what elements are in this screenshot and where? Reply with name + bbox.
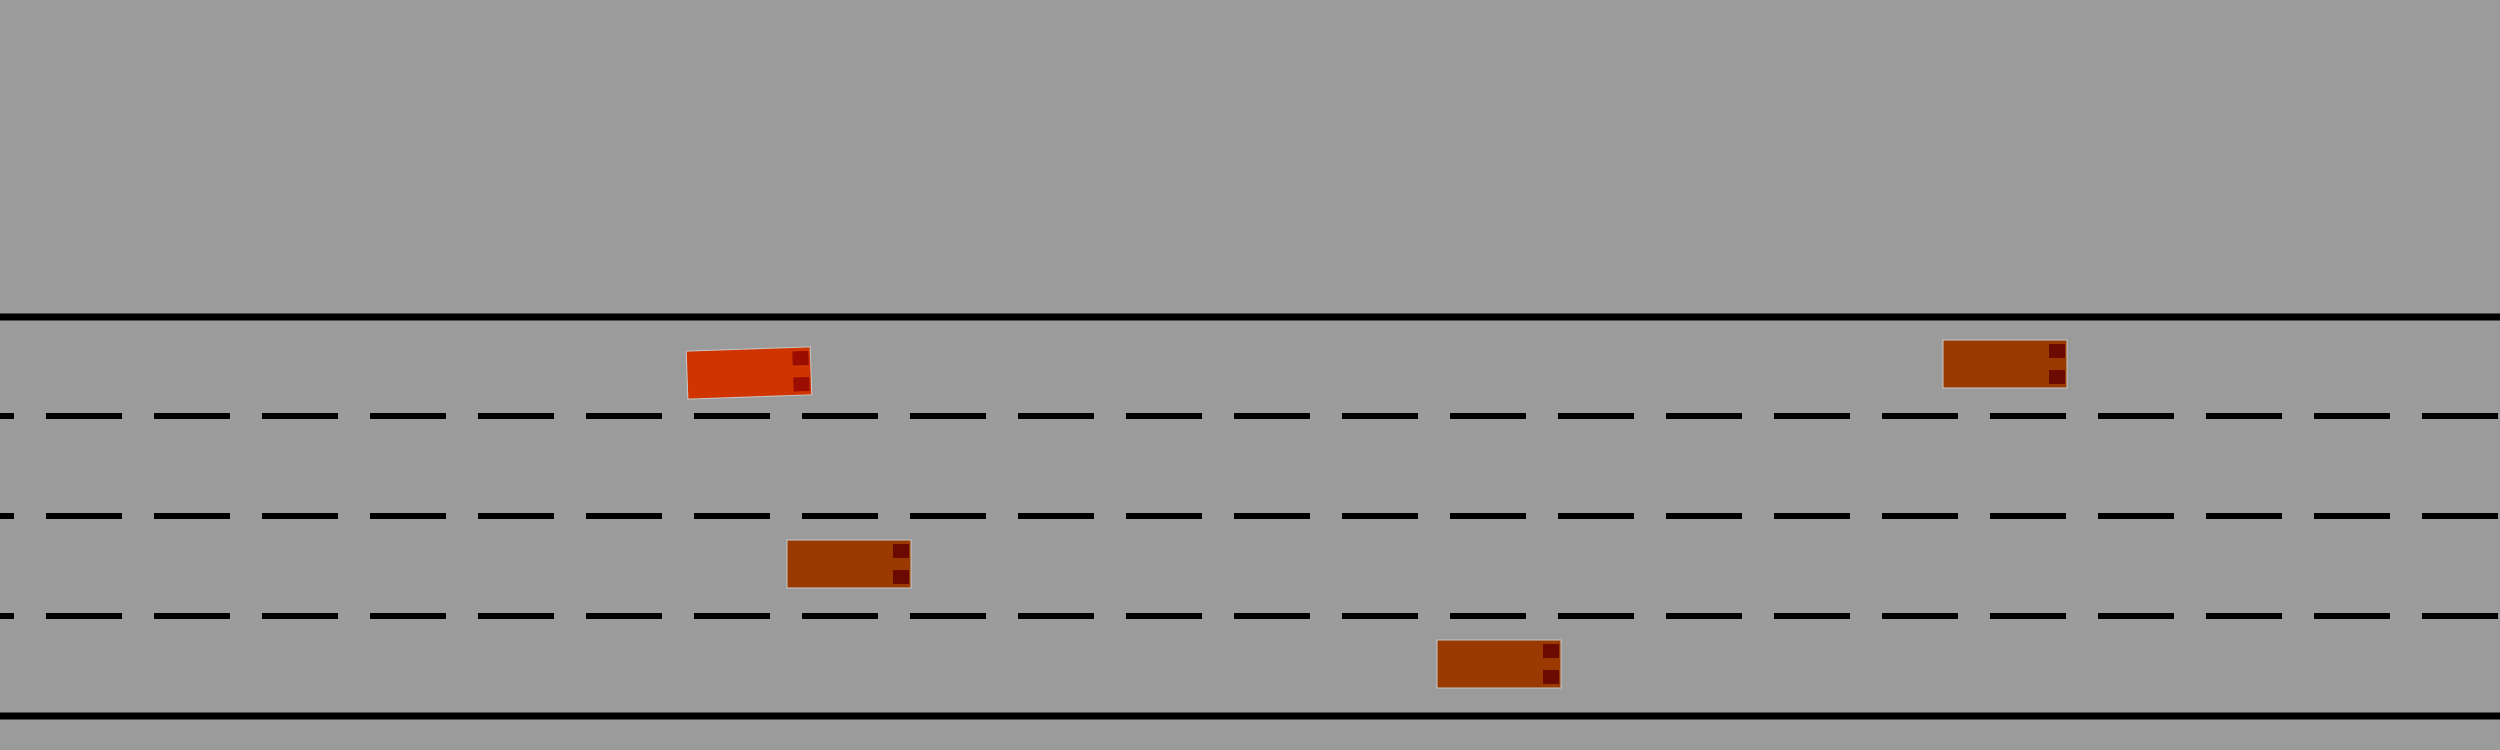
vehicle-body	[1942, 339, 2068, 389]
vehicle-body	[786, 539, 912, 589]
vehicle-light-right	[793, 376, 810, 392]
vehicle-light-left	[2049, 344, 2065, 358]
vehicle-light-right	[1543, 670, 1559, 684]
traffic-vehicle-1	[1942, 339, 2068, 389]
vehicle-light-left	[893, 544, 909, 558]
ego-vehicle	[685, 346, 813, 400]
vehicle-body	[685, 346, 813, 400]
vehicle-light-left	[792, 350, 809, 366]
vehicle-body	[1436, 639, 1562, 689]
vehicle-light-right	[2049, 370, 2065, 384]
vehicle-light-left	[1543, 644, 1559, 658]
vehicle-light-right	[893, 570, 909, 584]
traffic-vehicle-2	[786, 539, 912, 589]
traffic-vehicle-3	[1436, 639, 1562, 689]
